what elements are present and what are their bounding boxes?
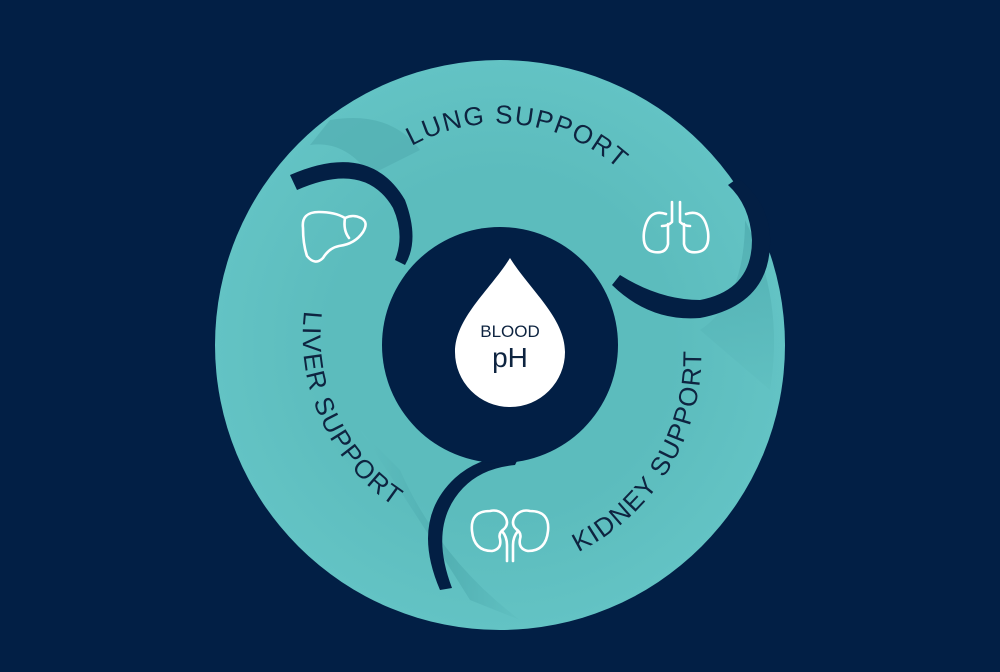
center-line1: BLOOD [480, 322, 540, 341]
divider-liver-lung [290, 162, 413, 265]
liver-icon [301, 210, 367, 263]
divider-kidney-liver [428, 455, 520, 590]
blood-drop-icon [455, 258, 565, 407]
center-line2: pH [492, 342, 528, 373]
kidneys-icon [470, 509, 550, 563]
lungs-icon [642, 200, 710, 254]
